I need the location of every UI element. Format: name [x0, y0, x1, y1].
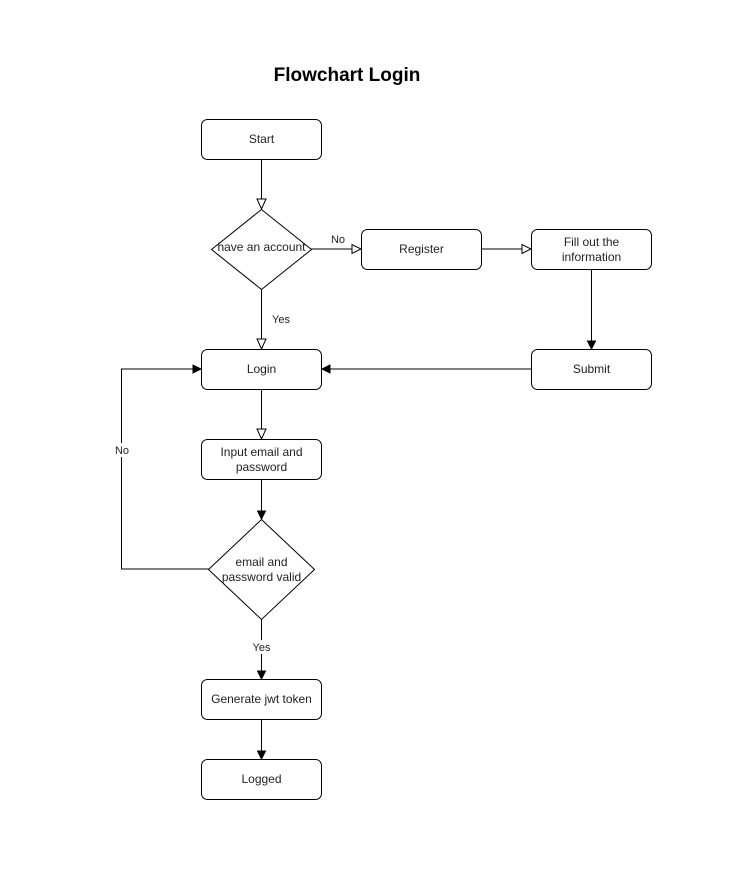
node-label-line1: Input email and	[220, 445, 302, 459]
edge-label-bg	[113, 443, 131, 457]
node-box	[201, 119, 322, 160]
edge-label-yes-account: Yes	[272, 314, 290, 326]
node-register: Register	[361, 229, 482, 270]
node-label-line2: password	[236, 460, 287, 474]
decision-have-account: have an account	[210, 208, 313, 291]
node-submit: Submit	[531, 349, 652, 390]
edge-arrowhead	[192, 364, 203, 374]
node-label: Login	[247, 362, 276, 376]
node-box	[531, 229, 652, 270]
node-input-credentials: Input email and password	[201, 439, 322, 480]
node-label: Start	[249, 132, 275, 146]
edge-valid-to-login-loop	[121, 368, 209, 570]
node-label-line2: password valid	[222, 570, 301, 584]
edge-arrowhead	[256, 750, 267, 761]
decision-credentials-valid: email and password valid	[207, 518, 316, 621]
edge-arrowhead	[256, 198, 267, 211]
node-box	[361, 229, 482, 270]
node-label: Submit	[573, 362, 611, 376]
edge-arrowhead	[586, 340, 597, 351]
node-box	[201, 679, 322, 720]
node-fill-information: Fill out the information	[531, 229, 652, 270]
node-start: Start	[201, 119, 322, 160]
edge-arrowhead	[320, 364, 331, 374]
node-label: Generate jwt token	[211, 692, 312, 706]
edge-arrowhead	[351, 243, 363, 255]
node-label-line1: email and	[235, 555, 287, 569]
node-label: Logged	[241, 772, 281, 786]
node-box	[201, 349, 322, 390]
node-box	[531, 349, 652, 390]
node-label-line1: Fill out the	[564, 235, 620, 249]
decision-diamond	[207, 518, 316, 621]
node-logged: Logged	[201, 759, 322, 800]
edge-arrowhead	[256, 510, 267, 521]
edge-arrowhead	[256, 428, 267, 441]
node-box	[201, 439, 322, 480]
edge-arrowhead	[521, 243, 533, 255]
edge-label-bg	[250, 640, 273, 654]
decision-diamond	[210, 208, 313, 291]
node-label: Register	[399, 242, 444, 256]
edges	[121, 159, 597, 761]
node-generate-token: Generate jwt token	[201, 679, 322, 720]
node-label: have an account	[217, 240, 306, 254]
edge-label-yes-valid: Yes	[253, 642, 271, 654]
node-label-line2: information	[562, 250, 621, 264]
node-login: Login	[201, 349, 322, 390]
edge-arrowhead	[256, 670, 267, 681]
diagram-title: Flowchart Login	[274, 65, 421, 86]
edge-arrowhead	[256, 338, 267, 351]
edge-label-bg	[327, 233, 349, 247]
edge-label-no-account: No	[331, 234, 345, 246]
node-box	[201, 759, 322, 800]
edge-label-no-valid: No	[115, 445, 129, 457]
